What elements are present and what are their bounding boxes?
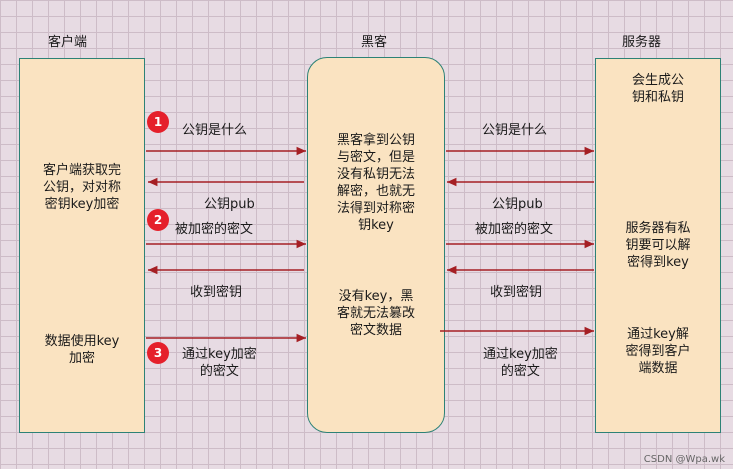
label-pubkey-left: 公钥pub — [204, 197, 255, 212]
hacker-text-cannot-tamper: 没有key，黑 客就无法篡改 密文数据 — [336, 289, 415, 338]
label-received-left: 收到密钥 — [190, 285, 243, 300]
label-key-encrypted-left: 通过key加密 的密文 — [182, 347, 257, 379]
server-text-generate-keys: 会生成公 钥和私钥 — [631, 73, 684, 105]
label-pubkey-right: 公钥pub — [492, 197, 543, 212]
server-text-decrypt-data: 通过key解 密得到客户 端数据 — [625, 327, 691, 376]
step-2-badge: 2 — [147, 209, 169, 231]
hacker-box — [307, 57, 445, 433]
server-text-decrypt-key: 服务器有私 钥要可以解 密得到key — [625, 221, 691, 270]
server-box — [595, 58, 721, 433]
hacker-text-no-private-key: 黑客拿到公钥 与密文，但是 没有私钥无法 解密，也就无 法得到对称密 钥key — [336, 133, 415, 233]
label-ask-pubkey-right: 公钥是什么 — [482, 123, 548, 138]
client-text-encrypt-data: 数据使用key 加密 — [44, 334, 120, 366]
label-ask-pubkey-left: 公钥是什么 — [182, 123, 248, 138]
watermark: CSDN @Wpa.wk — [643, 454, 725, 465]
label-encrypted-left: 被加密的密文 — [175, 222, 254, 237]
label-key-encrypted-right: 通过key加密 的密文 — [483, 347, 558, 379]
server-header: 服务器 — [622, 35, 662, 50]
label-received-right: 收到密钥 — [490, 285, 543, 300]
step-3-badge: 3 — [147, 342, 169, 364]
client-box — [19, 58, 145, 433]
hacker-header: 黑客 — [361, 35, 388, 50]
step-1-badge: 1 — [147, 111, 169, 133]
client-header: 客户端 — [48, 35, 88, 50]
label-encrypted-right: 被加密的密文 — [475, 222, 554, 237]
client-text-encrypt-key: 客户端获取完 公钥，对对称 密钥key加密 — [42, 163, 121, 212]
